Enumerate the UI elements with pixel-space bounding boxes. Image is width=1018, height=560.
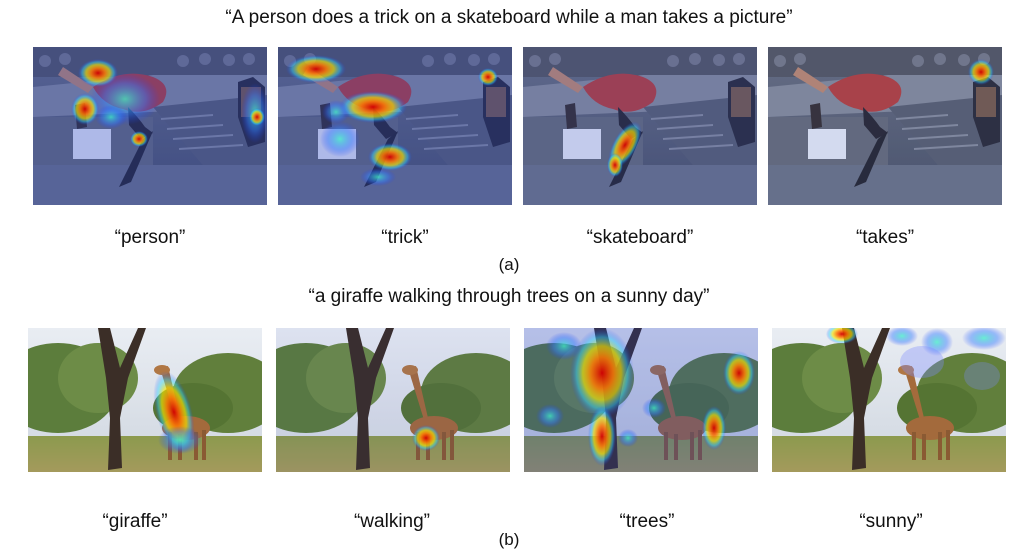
heatmap-panel-skateboard [523, 47, 757, 205]
row-a-word-label: “takes” [855, 227, 915, 248]
heatmap-panel-person [33, 47, 267, 205]
heatmap-panel-giraffe [28, 328, 262, 472]
heatmap-panel-sunny [772, 328, 1006, 472]
row-a-word-label: “skateboard” [586, 227, 694, 248]
row-b-word-label: “giraffe” [102, 511, 168, 532]
row-b-word-label: “sunny” [859, 511, 923, 532]
row-a-sublabel: (a) [498, 255, 520, 274]
row-a-word-label: “person” [114, 227, 186, 248]
row-b-sublabel: (b) [498, 530, 520, 549]
heatmap-panel-walking [276, 328, 510, 472]
row-b-word-label: “trees” [619, 511, 675, 532]
row-b-word-label: “walking” [353, 511, 431, 532]
row-a-word-label: “trick” [381, 227, 429, 248]
row-b-caption: “a giraffe walking through trees on a su… [308, 286, 710, 307]
heatmap-panel-takes [768, 47, 1002, 205]
heatmap-panel-trick [278, 47, 512, 205]
row-a-caption: “A person does a trick on a skateboard w… [225, 7, 793, 28]
heatmap-panel-trees [524, 328, 758, 472]
